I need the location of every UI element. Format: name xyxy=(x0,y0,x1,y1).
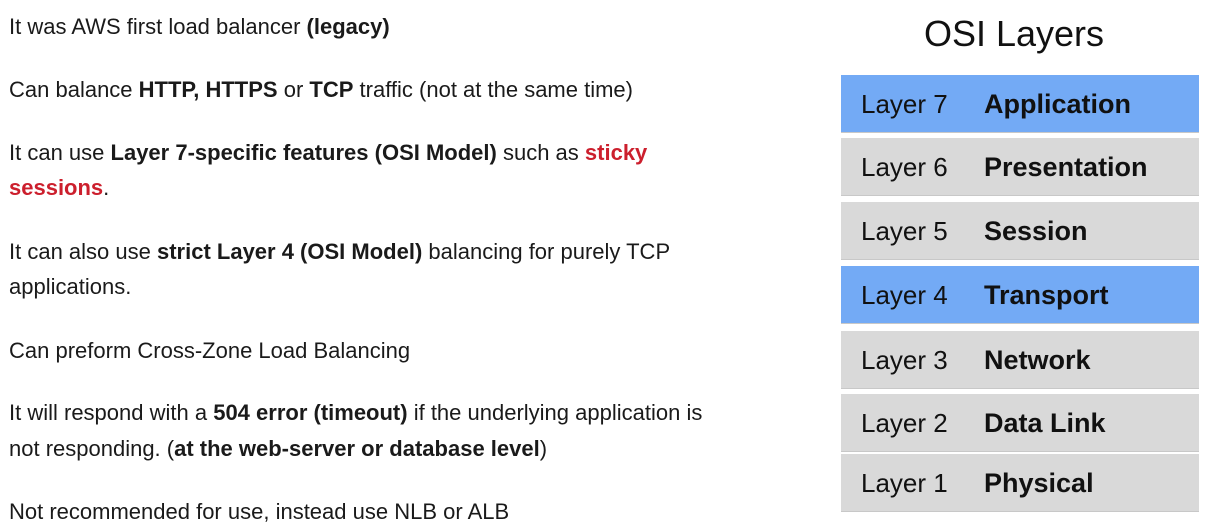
bullet-layer4-cont: applications. xyxy=(9,269,131,305)
layer-number: Layer 3 xyxy=(861,345,948,375)
layer-number: Layer 6 xyxy=(861,152,948,182)
layer-number: Layer 2 xyxy=(861,408,948,438)
layer-name: Session xyxy=(984,216,1088,246)
bullet-text: It was AWS first load balancer xyxy=(9,14,307,39)
bullet-text: not responding. ( xyxy=(9,436,175,461)
layer-number: Layer 7 xyxy=(861,89,948,119)
bullet-bold: HTTP, HTTPS xyxy=(138,77,278,102)
osi-layer-3: Layer 3 Network xyxy=(841,331,1199,389)
bullet-504-cont: not responding. (at the web-server or da… xyxy=(9,431,547,467)
bullet-text: or xyxy=(277,77,310,102)
bullet-text: Not recommended for use, instead use NLB… xyxy=(9,499,510,524)
bullet-text: ) xyxy=(539,436,548,461)
bullet-text: It will respond with a xyxy=(9,400,214,425)
bullet-text: traffic (not at the same time) xyxy=(353,77,633,102)
bullet-text: applications. xyxy=(9,274,132,299)
osi-layer-4: Layer 4 Transport xyxy=(841,266,1199,324)
bullet-layer4: It can also use strict Layer 4 (OSI Mode… xyxy=(9,234,670,270)
bullet-not-recommended: Not recommended for use, instead use NLB… xyxy=(9,494,509,530)
bullet-bold: (legacy) xyxy=(306,14,390,39)
bullet-cross-zone: Can preform Cross-Zone Load Balancing xyxy=(9,333,410,369)
osi-layer-6: Layer 6 Presentation xyxy=(841,138,1199,196)
layer-name: Transport xyxy=(984,280,1109,310)
bullet-text: It can also use xyxy=(9,239,157,264)
layer-name: Presentation xyxy=(984,152,1148,182)
bullet-bold: TCP xyxy=(309,77,354,102)
bullet-504: It will respond with a 504 error (timeou… xyxy=(9,395,702,431)
bullet-highlight: sessions xyxy=(9,175,104,200)
osi-layer-7: Layer 7 Application xyxy=(841,75,1199,133)
bullet-text: . xyxy=(103,175,110,200)
layer-name: Physical xyxy=(984,468,1094,498)
bullet-legacy: It was AWS first load balancer (legacy) xyxy=(9,9,390,45)
bullet-text: It can use xyxy=(9,140,111,165)
bullet-protocols: Can balance HTTP, HTTPS or TCP traffic (… xyxy=(9,72,633,108)
osi-layer-1: Layer 1 Physical xyxy=(841,454,1199,512)
layer-number: Layer 1 xyxy=(861,468,948,498)
bullet-text: balancing for purely TCP xyxy=(422,239,671,264)
layer-number: Layer 5 xyxy=(861,216,948,246)
layer-number: Layer 4 xyxy=(861,280,948,310)
bullet-bold: Layer 7-specific features (OSI Model) xyxy=(110,140,497,165)
bullet-highlight: sticky xyxy=(584,140,648,165)
layer-name: Application xyxy=(984,89,1131,119)
bullet-text: Can preform Cross-Zone Load Balancing xyxy=(9,338,411,363)
bullet-bold: 504 error (timeout) xyxy=(213,400,408,425)
bullet-layer7-cont: sessions. xyxy=(9,170,109,206)
layer-name: Network xyxy=(984,345,1091,375)
bullet-text: Can balance xyxy=(9,77,139,102)
osi-layer-5: Layer 5 Session xyxy=(841,202,1199,260)
bullet-text: if the underlying application is xyxy=(407,400,703,425)
bullet-bold: at the web-server or database level xyxy=(174,436,540,461)
bullet-text: such as xyxy=(496,140,585,165)
osi-layer-2: Layer 2 Data Link xyxy=(841,394,1199,452)
bullet-bold: strict Layer 4 (OSI Model) xyxy=(156,239,423,264)
layer-name: Data Link xyxy=(984,408,1106,438)
osi-title: OSI Layers xyxy=(923,13,1105,54)
bullet-layer7: It can use Layer 7-specific features (OS… xyxy=(9,135,647,171)
